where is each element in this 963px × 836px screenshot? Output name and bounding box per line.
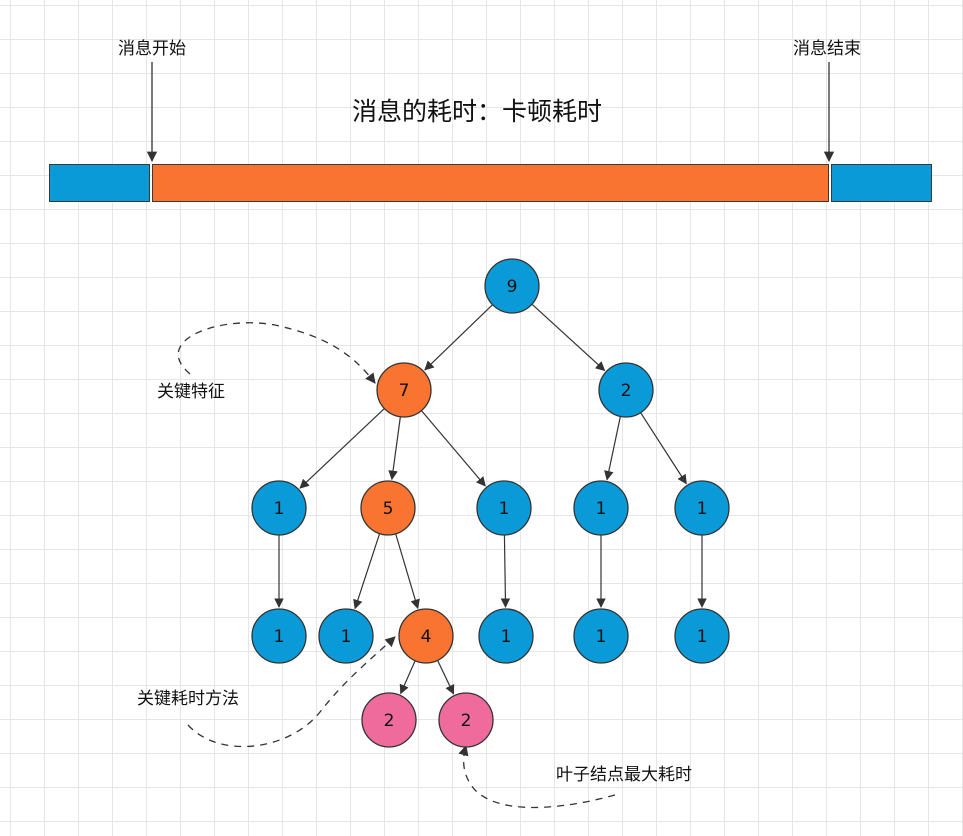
tree-node-n1e: 1 [251, 608, 307, 664]
tree-edge-n5-n4 [395, 533, 420, 610]
tree-node-circle [573, 480, 629, 536]
tree-edge-n7-n1a [299, 408, 385, 489]
timeline-idle-segment-end [831, 164, 932, 202]
tree-node-value: 2 [621, 381, 632, 401]
key-method-label: 关键耗时方法 [137, 689, 239, 709]
key-method-pointer [187, 636, 396, 748]
tree-node-n9: 9 [484, 258, 540, 314]
tree-node-n1h: 1 [573, 608, 629, 664]
tree-node-value: 5 [383, 499, 394, 519]
message-start-label: 消息开始 [118, 39, 186, 59]
tree-node-n1a: 1 [251, 480, 307, 536]
tree-node-circle [476, 480, 532, 536]
tree-node-circle [251, 608, 307, 664]
tree-edge-n4-n2b [437, 660, 455, 695]
tree-node-value: 1 [274, 499, 285, 519]
message-end-label: 消息结束 [793, 39, 861, 59]
tree-node-n1g: 1 [478, 608, 534, 664]
leaf-max-label: 叶子结点最大耗时 [556, 765, 692, 785]
tree-node-n2b: 2 [438, 692, 494, 748]
tree-node-n1c: 1 [573, 480, 629, 536]
tree-edge-n2-n1c [604, 416, 621, 481]
diagram-title: 消息的耗时：卡顿耗时 [352, 97, 603, 126]
tree-node-circle [398, 608, 454, 664]
tree-edge-n9-n2 [531, 303, 606, 372]
tree-node-value: 1 [596, 499, 607, 519]
tree-node-value: 4 [421, 627, 432, 647]
tree-node-n1f: 1 [318, 608, 374, 664]
tree-node-circle [598, 362, 654, 418]
key-feature-pointer [177, 322, 376, 384]
tree-node-circle [674, 480, 730, 536]
tree-node-n1i: 1 [674, 608, 730, 664]
timeline-idle-segment-start [49, 164, 150, 202]
tree-edge-n9-n7 [424, 304, 493, 371]
tree-edge-n1b-n1g [500, 534, 511, 608]
tree-node-circle [376, 362, 432, 418]
tree-node-circle [674, 608, 730, 664]
tree-node-value: 1 [596, 627, 607, 647]
tree-node-n7: 7 [376, 362, 432, 418]
tree-node-value: 1 [697, 627, 708, 647]
tree-node-value: 1 [697, 499, 708, 519]
tree-node-n2a: 2 [361, 692, 417, 748]
tree-node-value: 1 [501, 627, 512, 647]
tree-node-circle [360, 480, 416, 536]
leaf-max-pointer [458, 744, 616, 809]
tree-node-value: 1 [341, 627, 352, 647]
tree-node-circle [318, 608, 374, 664]
tree-node-circle [573, 608, 629, 664]
tree-node-value: 9 [507, 277, 518, 297]
tree-node-circle [438, 692, 494, 748]
tree-node-circle [484, 258, 540, 314]
tree-node-n5: 5 [360, 480, 416, 536]
tree-node-circle [478, 608, 534, 664]
tree-edge-n5-n1f [353, 533, 381, 610]
tree-node-value: 2 [461, 711, 472, 731]
tree-edge-n4-n2a [399, 660, 416, 695]
tree-node-n2: 2 [598, 362, 654, 418]
tree-node-n4: 4 [398, 608, 454, 664]
tree-node-value: 2 [384, 711, 395, 731]
tree-node-n1d: 1 [674, 480, 730, 536]
tree-node-value: 1 [499, 499, 510, 519]
tree-edge-n7-n5 [388, 416, 401, 481]
tree-node-value: 1 [274, 627, 285, 647]
tree-node-circle [251, 480, 307, 536]
tree-node-n1b: 1 [476, 480, 532, 536]
tree-node-value: 7 [399, 381, 410, 401]
tree-edge-n7-n1b [420, 410, 486, 487]
tree-node-circle [361, 692, 417, 748]
timeline-message-duration-segment [152, 164, 829, 202]
tree-edge-n2-n1d [640, 412, 687, 485]
key-feature-label: 关键特征 [157, 382, 225, 402]
